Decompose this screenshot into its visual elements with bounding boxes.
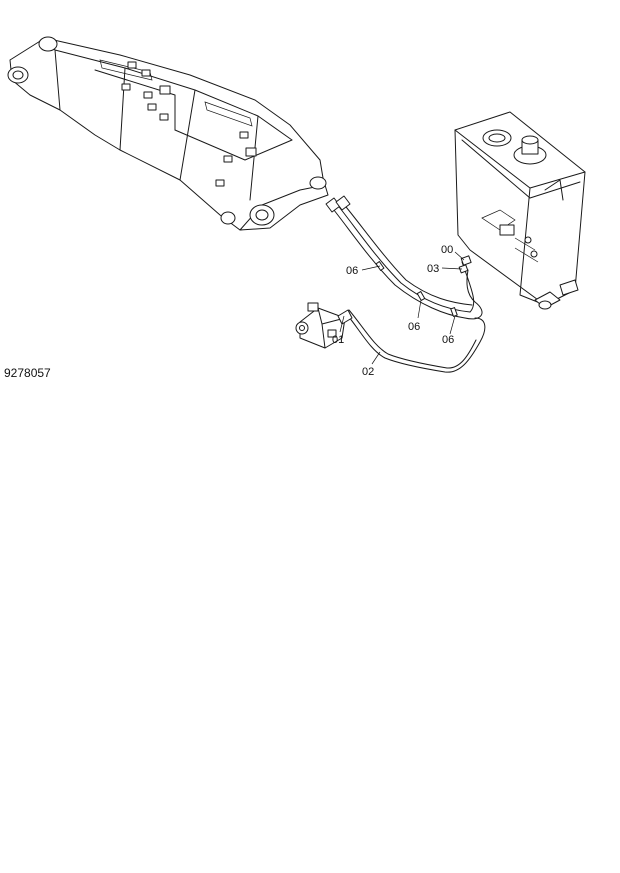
hydraulic-tank [454,111,586,310]
callout-00: 00 [441,244,453,256]
drawing-number: 9278057 [4,366,51,380]
callouts: 06 06 06 00 03 01 02 [332,244,465,378]
callout-01: 01 [332,334,344,346]
callout-03: 03 [427,263,439,275]
callout-06-right: 06 [442,334,454,346]
callout-06-upper: 06 [346,265,358,277]
callout-02: 02 [362,366,374,378]
callout-06-middle: 06 [408,321,420,333]
hose-bundle [325,195,486,373]
pilot-valve [295,302,353,349]
boom-assembly [7,36,329,231]
